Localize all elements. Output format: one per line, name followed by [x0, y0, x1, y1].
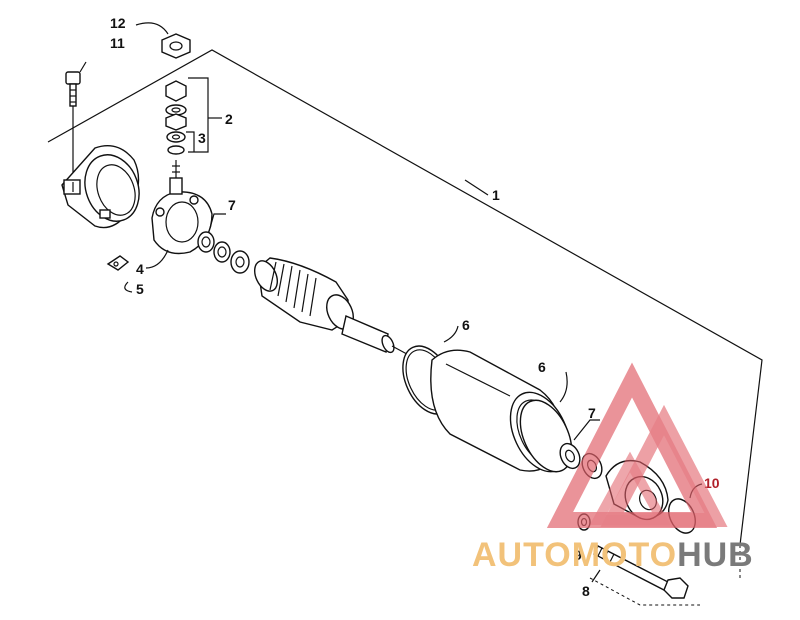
callout-7b: 7: [588, 405, 596, 421]
brush-plate: [151, 160, 213, 255]
callout-5: 5: [136, 281, 144, 297]
callout-4: 4: [136, 261, 144, 277]
callout-2: 2: [225, 111, 233, 127]
washers-7-rear: [197, 231, 250, 274]
watermark-logo: [546, 362, 728, 528]
watermark-brand-part1: AUTOMOTO: [472, 536, 677, 574]
callout-6b: 6: [538, 359, 546, 375]
o-ring-6b: [519, 399, 573, 473]
rear-cover: [61, 145, 140, 229]
nut-12: [161, 33, 191, 59]
callout-11: 11: [110, 35, 125, 51]
watermark-text: AUTOMOTOHUB: [472, 536, 754, 574]
callout-10: 10: [704, 475, 720, 491]
callout-3: 3: [198, 130, 206, 146]
through-bolt-8: [593, 545, 689, 599]
callout-12: 12: [110, 15, 126, 31]
callout-9: 9: [574, 547, 582, 563]
clip-5: [106, 255, 130, 271]
assembly-outline: [47, 49, 763, 606]
bolt-11: [65, 71, 81, 182]
callout-8: 8: [582, 583, 590, 599]
callout-1: 1: [492, 187, 500, 203]
watermark-brand-part2: HUB: [677, 536, 754, 574]
callout-6a: 6: [462, 317, 470, 333]
callout-7a: 7: [228, 197, 236, 213]
leader-1: 1: [464, 179, 500, 203]
armature: [253, 257, 419, 361]
terminal-hardware-stack: [165, 80, 187, 155]
